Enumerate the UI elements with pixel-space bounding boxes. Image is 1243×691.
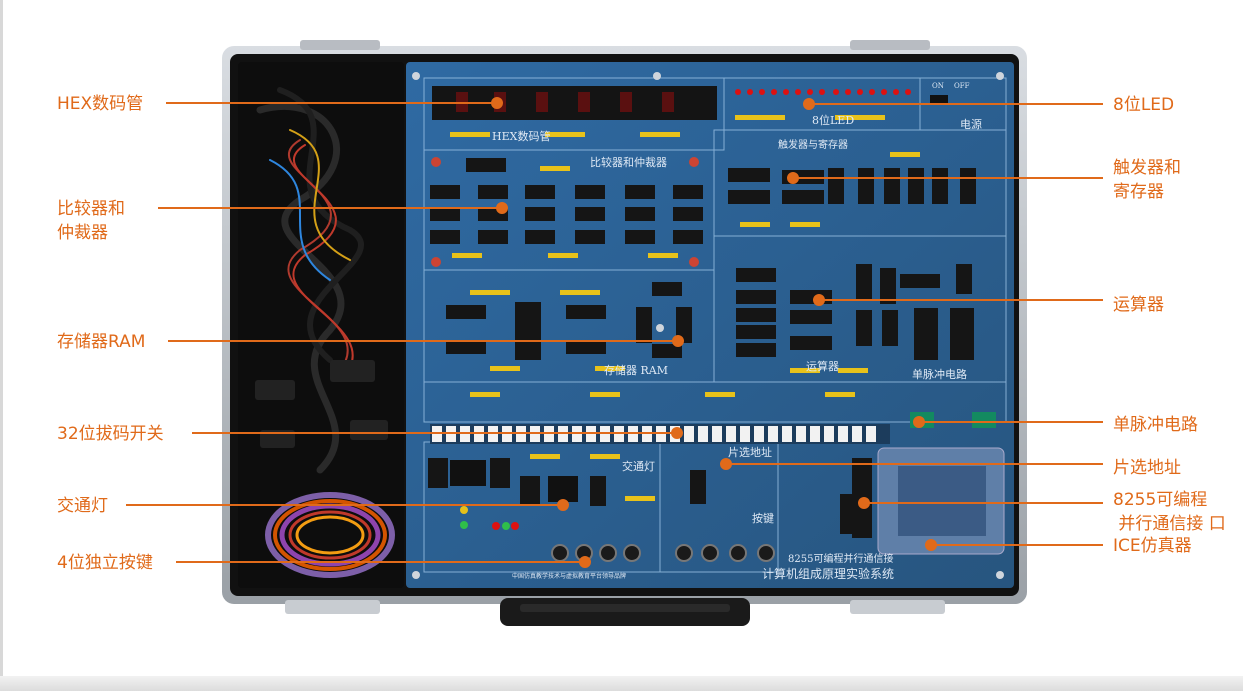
callout-lines [126,97,1103,568]
callout-comparator-arbiter: 比较器和 仲裁器 [57,199,125,243]
label-8255: 8255可编程并行通信接 [788,552,893,565]
callout-single-pulse: 单脉冲电路 [1113,415,1198,435]
latch-right [850,600,945,614]
label-alu: 运算器 [806,359,839,373]
callout-8255: 8255可编程 并行通信接 口 [1113,490,1226,534]
led-row [735,89,911,95]
label-pulse: 单脉冲电路 [912,367,967,381]
label-chipsel: 片选地址 [728,445,772,459]
label-flipflop: 触发器与寄存器 [778,138,848,151]
page-left-edge [0,0,3,691]
brand-text: 中国仿真教学技术与虚拟教育平台领导品牌 [512,572,626,580]
label-keys: 按键 [752,511,774,525]
label-power-on: ON [932,82,944,90]
callout-push-keys: 4位独立按键 [57,553,153,573]
connectors [255,360,388,448]
traffic-7seg [450,460,486,486]
top-hinge-right [850,40,930,50]
label-ram: 存储器 RAM [604,363,668,377]
latch-left [285,600,380,614]
callout-flipflop-register: 触发器和 寄存器 [1113,158,1181,202]
callout-ice-emulator: ICE仿真器 [1113,536,1192,556]
callout-hex-display: HEX数码管 [57,94,144,114]
label-traffic: 交通灯 [622,459,655,473]
power-switch [930,95,948,105]
cable-compartment [238,62,404,588]
board-main-title: 计算机组成原理实验系统 [762,566,894,581]
ic-chips [428,158,976,538]
page-bottom-band [0,676,1243,691]
label-power: 电源 [960,117,982,131]
callout-chip-select: 片选地址 [1113,458,1181,478]
label-comparator: 比较器和仲裁器 [590,155,667,169]
callout-8bit-led: 8位LED [1113,95,1175,115]
pulse-button-2 [972,412,996,428]
callout-ram: 存储器RAM [57,332,146,352]
callout-traffic-light: 交通灯 [57,496,108,516]
label-power-off: OFF [954,82,970,90]
top-hinge-left [300,40,380,50]
label-hex: HEX数码管 [492,129,550,143]
label-led: 8位LED [812,113,854,127]
callout-dip-switches: 32位拔码开关 [57,424,164,444]
callout-alu: 运算器 [1113,295,1164,315]
